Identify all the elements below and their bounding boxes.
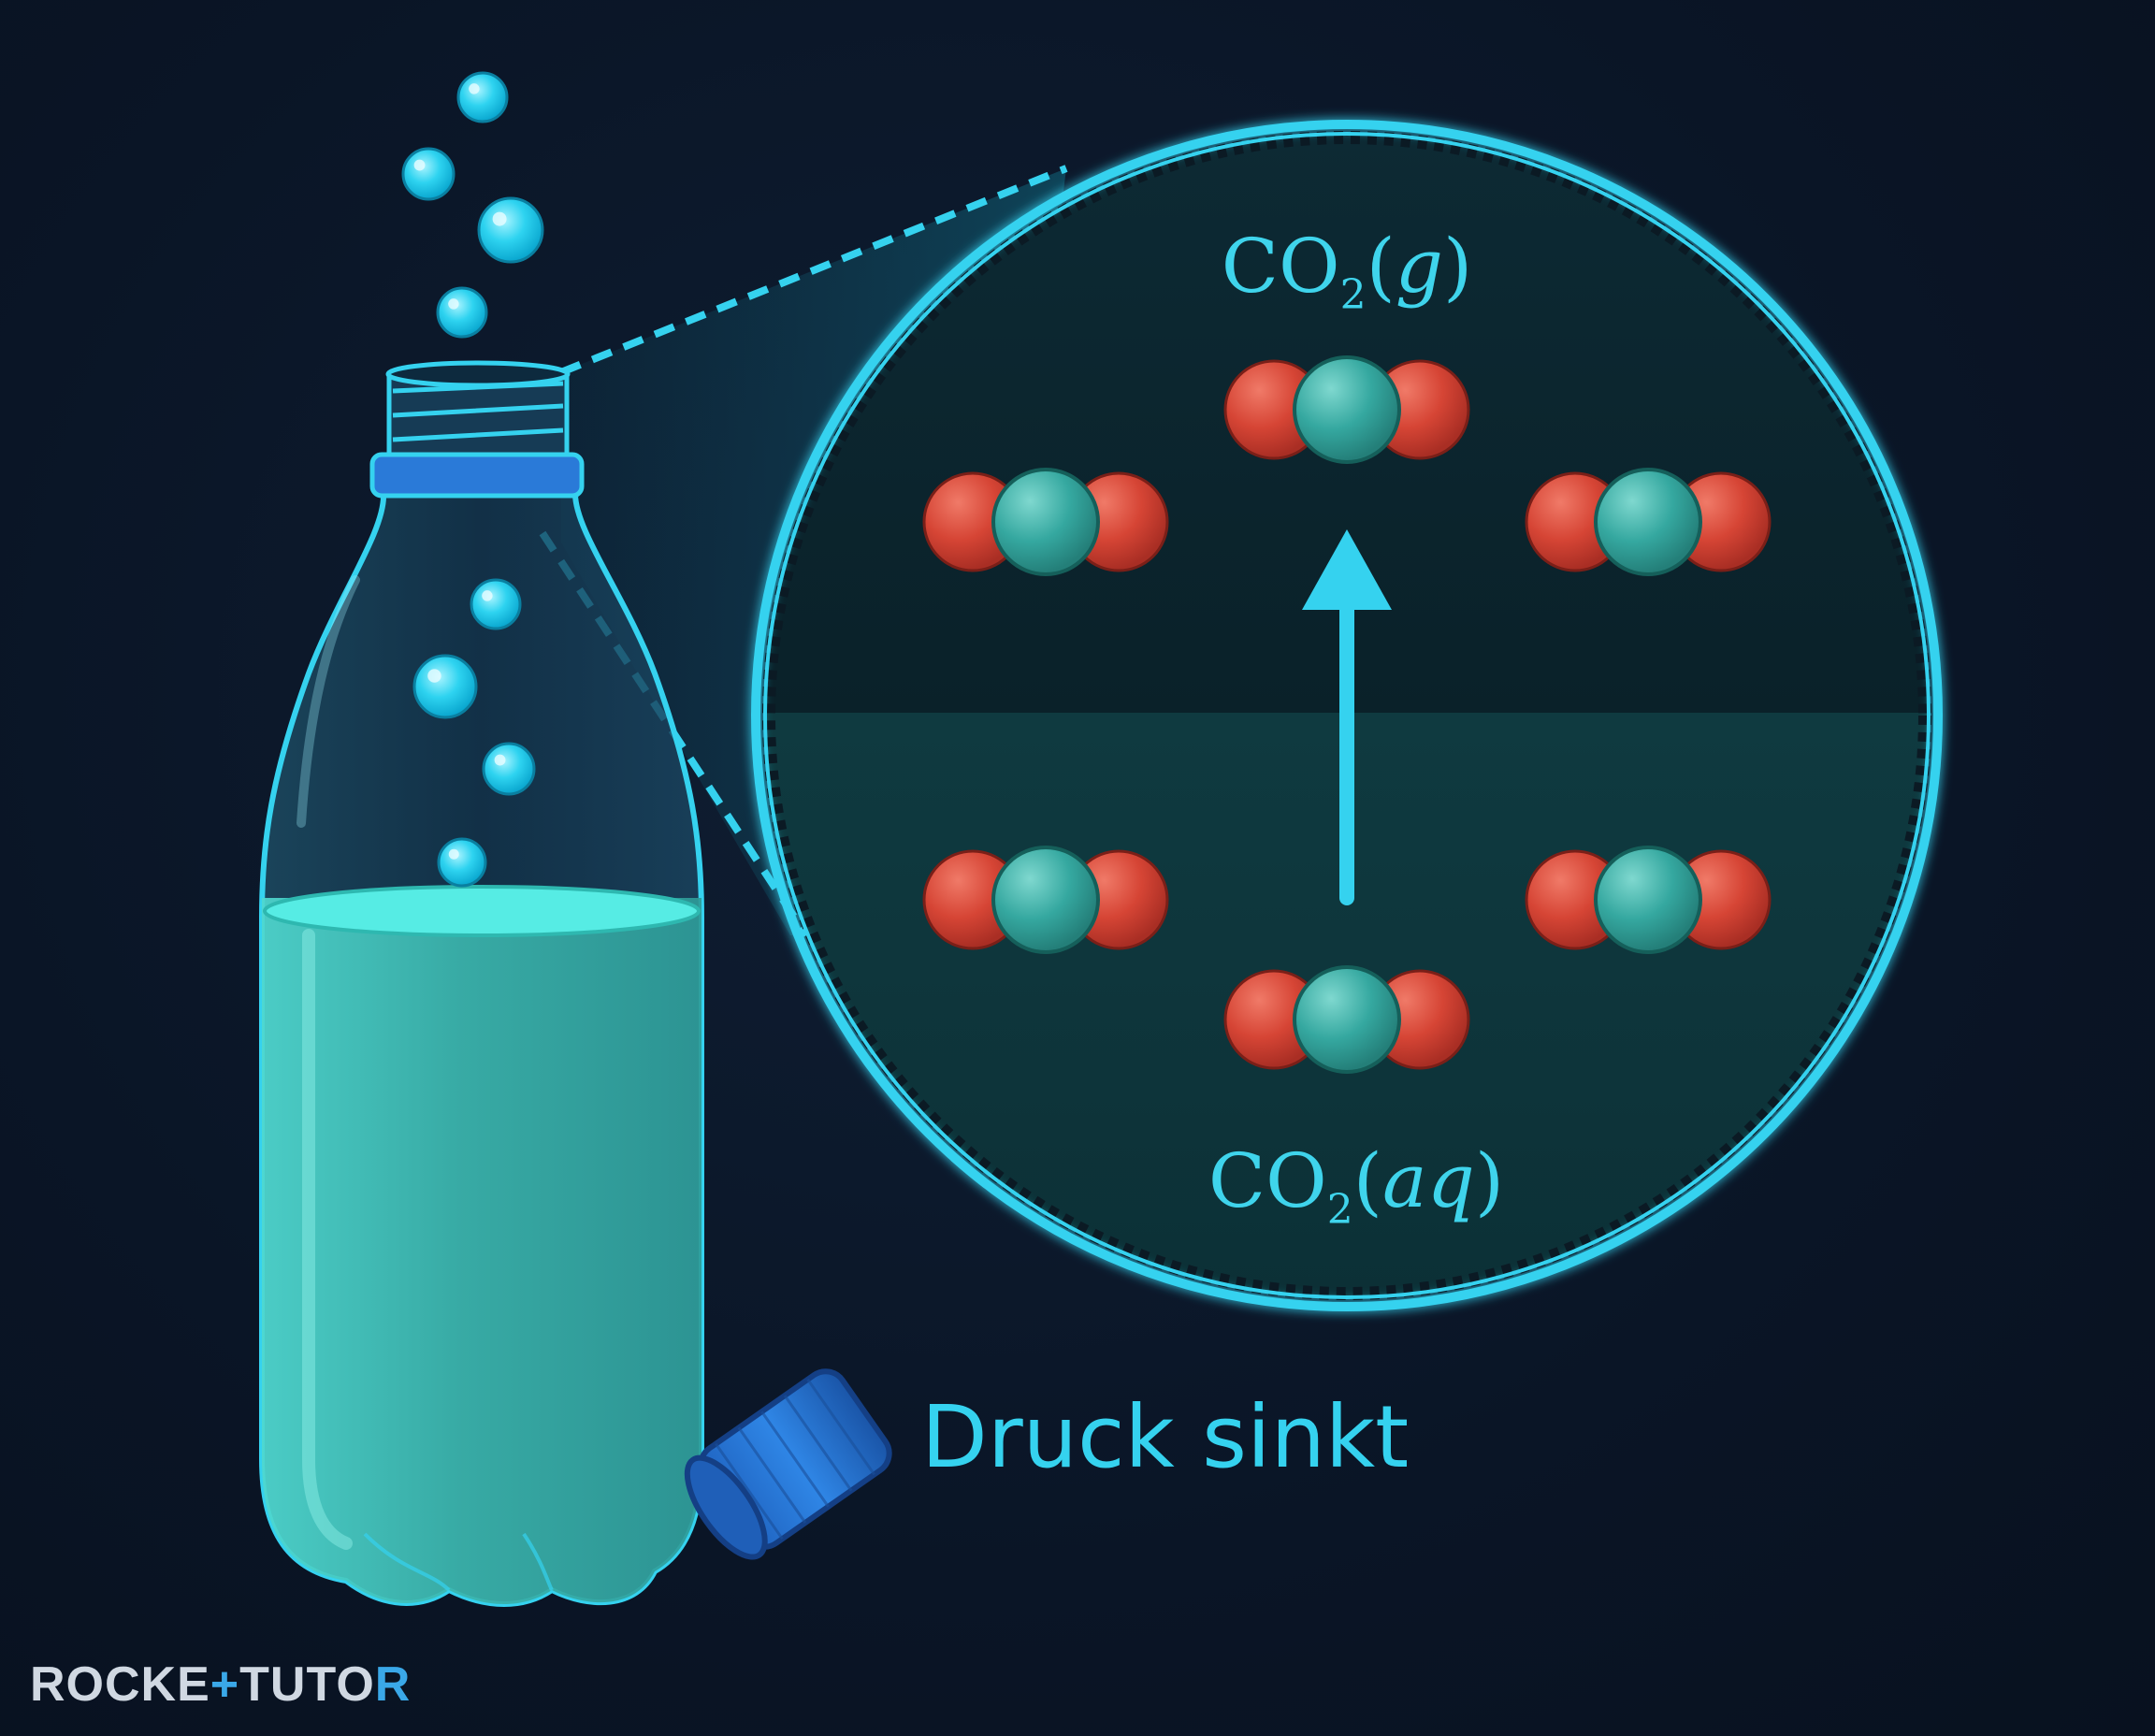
bubble-highlight [494, 754, 506, 766]
logo-text-part2: TUTO [239, 1657, 375, 1712]
bubble-highlight [413, 159, 426, 171]
logo-cross: + [210, 1657, 239, 1712]
brand-logo: ROCKE+TUTOR [30, 1657, 411, 1712]
aqueous-phase-formula: CO2(aq) [1208, 1137, 1504, 1234]
gas-phase-formula: CO2(g) [1222, 223, 1472, 319]
bubble-highlight [448, 848, 459, 860]
bubble [412, 654, 478, 719]
up-arrow [1302, 529, 1392, 905]
bubble-highlight [482, 590, 493, 601]
carbon-atom [991, 468, 1100, 576]
carbon-atom [1293, 965, 1401, 1074]
bubble-highlight [492, 211, 507, 226]
co2-molecule [922, 846, 1169, 954]
bubble [482, 742, 536, 796]
co2-molecule [1223, 965, 1470, 1074]
svg-text:ROCKE+TUTOR: ROCKE+TUTOR [30, 1657, 411, 1712]
soda-bottle [259, 360, 704, 1607]
bubble [437, 837, 487, 888]
bubble [436, 286, 488, 339]
bubble [401, 147, 456, 201]
co2-molecule [1525, 846, 1772, 954]
bubble [470, 578, 522, 630]
carbon-atom [1594, 846, 1702, 954]
co2-molecules [922, 355, 1772, 1074]
co2-molecule [1223, 355, 1470, 464]
bottle-cap [684, 1368, 892, 1560]
logo-text-part1: ROCKE [30, 1657, 210, 1712]
bubble-highlight [448, 298, 459, 310]
bubble-highlight [427, 669, 441, 683]
bubble-highlight [469, 83, 480, 94]
co2-bubbles [401, 71, 544, 888]
pressure-drops-caption: Druck sinkt [921, 1387, 1409, 1487]
bubble [477, 196, 544, 264]
logo-text-last: R [375, 1657, 412, 1712]
bubble [456, 71, 509, 123]
co2-molecule [922, 468, 1169, 576]
carbon-atom [991, 846, 1100, 954]
carbon-atom [1293, 355, 1401, 464]
carbon-atom [1594, 468, 1702, 576]
co2-molecule [1525, 468, 1772, 576]
